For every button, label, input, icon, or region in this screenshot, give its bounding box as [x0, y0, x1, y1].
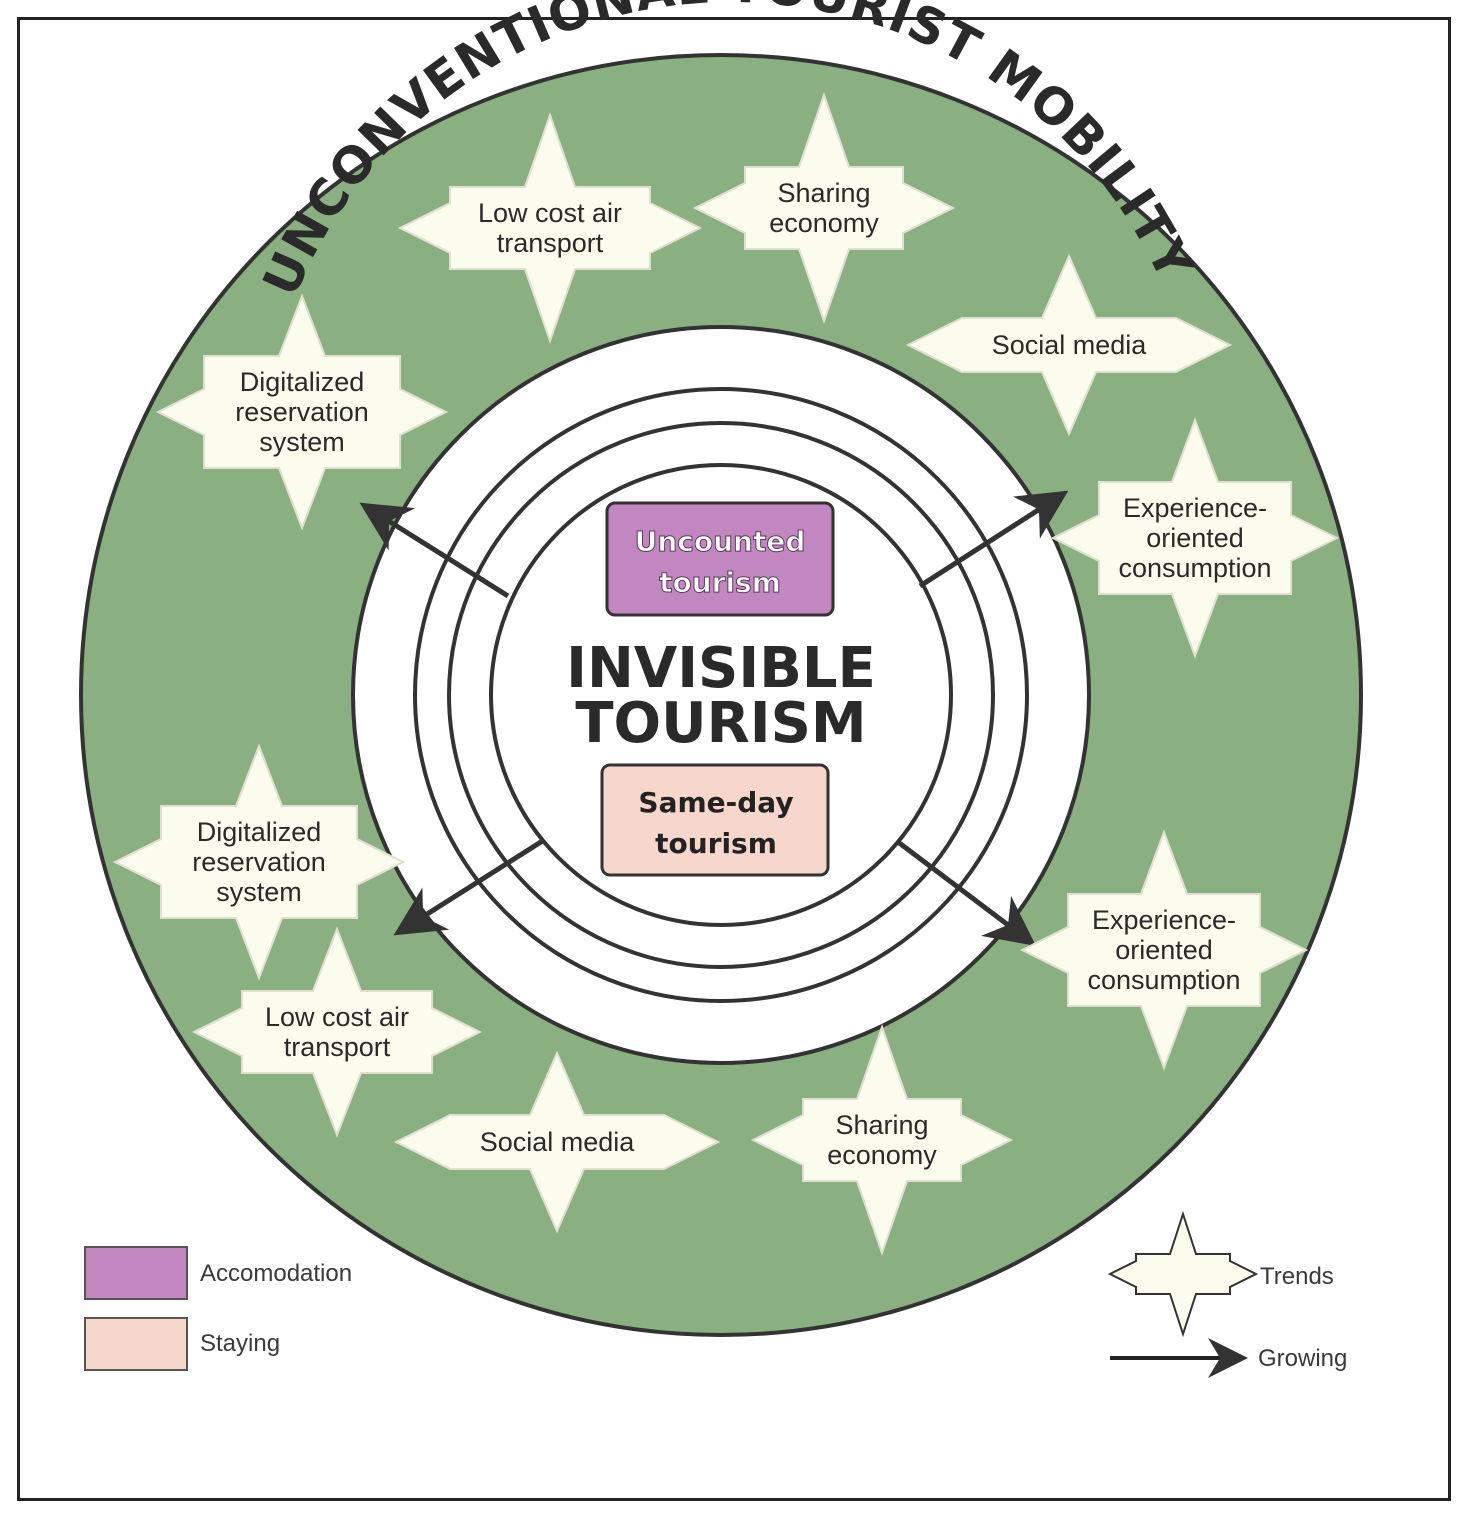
growing-arrow-lower-left: [393, 837, 546, 936]
trend-label-line: economy: [769, 208, 879, 238]
trend-label-line: Sharing: [777, 178, 870, 208]
trend-star-shape: [692, 91, 956, 325]
legend-trends-label: Trends: [1260, 1263, 1334, 1290]
same-day-tourism-line1: Same-day: [638, 786, 793, 819]
trend-label-line: system: [216, 877, 302, 907]
trend-label-line: transport: [497, 228, 604, 258]
inner-disk: [351, 325, 1091, 1065]
legend-accommodation-swatch: [84, 1246, 188, 1300]
trend-label-line: Digitalized: [240, 367, 365, 397]
legend-accommodation-label: Accomodation: [200, 1260, 352, 1287]
ring-outer: [413, 387, 1029, 1003]
trend-label-line: Social media: [992, 330, 1148, 360]
trend-label-line: consumption: [1118, 553, 1271, 583]
trend-label-line: transport: [284, 1032, 391, 1062]
trend-star-shape: [1019, 829, 1309, 1071]
trend-star-social-media-bottom: Social media: [393, 1050, 721, 1234]
growing-arrow-upper-left: [359, 502, 510, 599]
trend-label-line: Digitalized: [197, 817, 322, 847]
diagram-frame: [17, 17, 1451, 1501]
trend-label-line: oriented: [1115, 935, 1213, 965]
trends-layer: Low cost airtransportSharingeconomySocia…: [112, 91, 1340, 1257]
trend-label-line: Low cost air: [478, 198, 622, 228]
same-day-tourism-line2: tourism: [655, 827, 777, 860]
ring-middle: [447, 421, 995, 969]
trend-label-line: Low cost air: [265, 1002, 409, 1032]
trend-label-line: system: [259, 427, 345, 457]
trend-star-shape: [155, 293, 449, 531]
ring-inner: [489, 463, 953, 927]
trend-label-line: Sharing: [835, 1110, 928, 1140]
trend-label-line: Experience-: [1123, 493, 1267, 523]
trend-label-line: Social media: [480, 1127, 636, 1157]
trend-label-line: reservation: [235, 397, 369, 427]
trend-label-line: reservation: [192, 847, 326, 877]
trend-star-shape: [397, 111, 703, 345]
legend-trend-star-icon: [1107, 1210, 1259, 1338]
trend-label-line: oriented: [1146, 523, 1244, 553]
trend-star-shape: [393, 1050, 721, 1234]
trend-label-line: Experience-: [1092, 905, 1236, 935]
uncounted-tourism-line2: tourism: [659, 566, 781, 599]
legend-growing-label: Growing: [1258, 1345, 1347, 1372]
trend-star-shape: [191, 926, 483, 1138]
trend-star-shape: [750, 1023, 1014, 1257]
trend-label-line: consumption: [1087, 965, 1240, 995]
trend-star-shape: [905, 253, 1233, 437]
same-day-tourism-box: [600, 763, 830, 877]
trend-label-line: economy: [827, 1140, 937, 1170]
legend-star-shape: [1107, 1210, 1259, 1338]
center-title-line2: TOURISM: [575, 691, 866, 756]
trend-star-shape: [1050, 417, 1340, 659]
legend-staying-swatch: [84, 1317, 188, 1371]
growing-arrow-lower-right: [896, 840, 1036, 947]
trend-star-social-media-top: Social media: [905, 253, 1233, 437]
trend-star-shape: [112, 743, 406, 981]
legend-staying-label: Staying: [200, 1330, 280, 1357]
growing-arrow-upper-right: [918, 490, 1069, 589]
center-title-line1: INVISIBLE: [566, 636, 876, 701]
uncounted-tourism-box: [605, 501, 835, 617]
uncounted-tourism-line1: Uncounted: [635, 525, 806, 558]
